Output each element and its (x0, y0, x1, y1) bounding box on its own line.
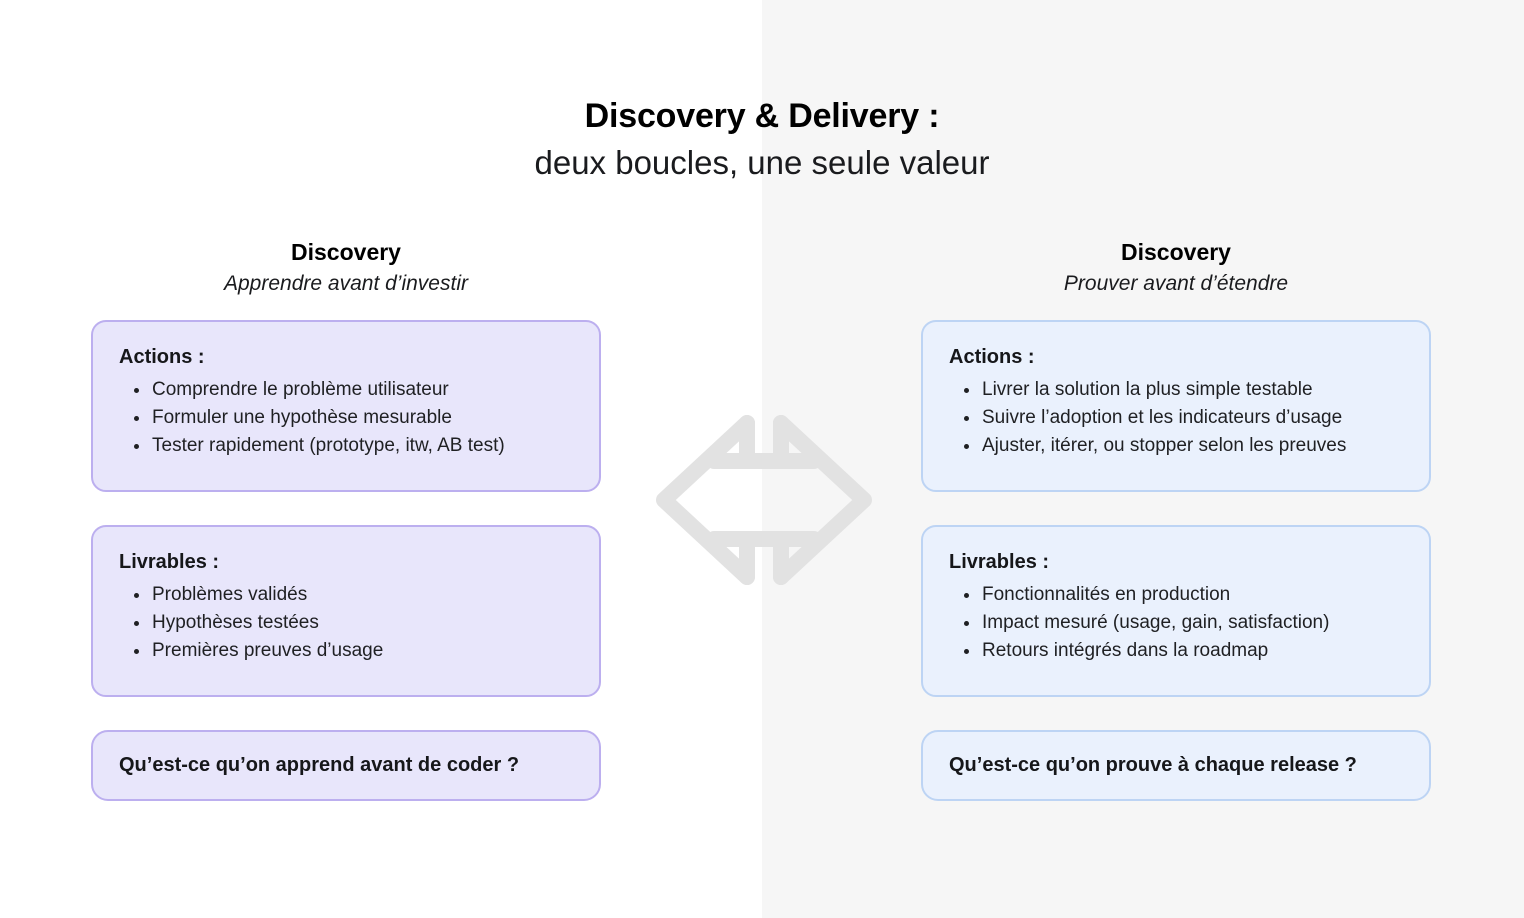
deliverables-list-right: Fonctionnalités en production Impact mes… (949, 581, 1403, 665)
list-item: Formuler une hypothèse mesurable (119, 404, 573, 432)
column-title-right: Discovery (1121, 239, 1231, 265)
card-heading-actions-left: Actions : (119, 345, 205, 368)
list-item: Hypothèses testées (119, 609, 573, 637)
column-discovery: Discovery Apprendre avant d’investir Act… (36, 238, 656, 801)
column-subtitle-left: Apprendre avant d’investir (224, 272, 468, 296)
question-box-left: Qu’est-ce qu’on apprend avant de coder ? (91, 729, 601, 801)
card-deliverables-left: Livrables : Problèmes validés Hypothèses… (91, 524, 601, 697)
column-header-left: Discovery Apprendre avant d’investir (36, 238, 656, 299)
list-item: Problèmes validés (119, 581, 573, 609)
deliverables-list-left: Problèmes validés Hypothèses testées Pre… (119, 581, 573, 665)
column-delivery: Discovery Prouver avant d’étendre Action… (866, 238, 1486, 801)
title-main: Discovery & Delivery : (584, 97, 940, 135)
list-item: Comprendre le problème utilisateur (119, 376, 573, 404)
list-item: Retours intégrés dans la roadmap (949, 637, 1403, 665)
page-title: Discovery & Delivery : deux boucles, une… (0, 94, 1524, 184)
list-item: Fonctionnalités en production (949, 581, 1403, 609)
list-item: Ajuster, itérer, ou stopper selon les pr… (949, 432, 1403, 460)
card-heading-deliverables-left: Livrables : (119, 550, 220, 573)
question-box-right: Qu’est-ce qu’on prouve à chaque release … (921, 729, 1431, 801)
list-item: Tester rapidement (prototype, itw, AB te… (119, 432, 573, 460)
list-item: Impact mesuré (usage, gain, satisfaction… (949, 609, 1403, 637)
column-subtitle-right: Prouver avant d’étendre (1063, 272, 1289, 296)
actions-list-right: Livrer la solution la plus simple testab… (949, 376, 1403, 460)
list-item: Suivre l’adoption et les indicateurs d’u… (949, 404, 1403, 432)
card-actions-left: Actions : Comprendre le problème utilisa… (91, 319, 601, 492)
card-heading-deliverables-right: Livrables : (949, 550, 1050, 573)
list-item: Premières preuves d’usage (119, 637, 573, 665)
column-header-right: Discovery Prouver avant d’étendre (866, 238, 1486, 299)
actions-list-left: Comprendre le problème utilisateur Formu… (119, 376, 573, 460)
card-deliverables-right: Livrables : Fonctionnalités en productio… (921, 524, 1431, 697)
title-subtitle: deux boucles, une seule valeur (534, 143, 990, 181)
column-title-left: Discovery (291, 239, 401, 265)
list-item: Livrer la solution la plus simple testab… (949, 376, 1403, 404)
bidirectional-exchange-arrow-icon (648, 410, 880, 590)
card-actions-right: Actions : Livrer la solution la plus sim… (921, 319, 1431, 492)
card-heading-actions-right: Actions : (949, 345, 1035, 368)
